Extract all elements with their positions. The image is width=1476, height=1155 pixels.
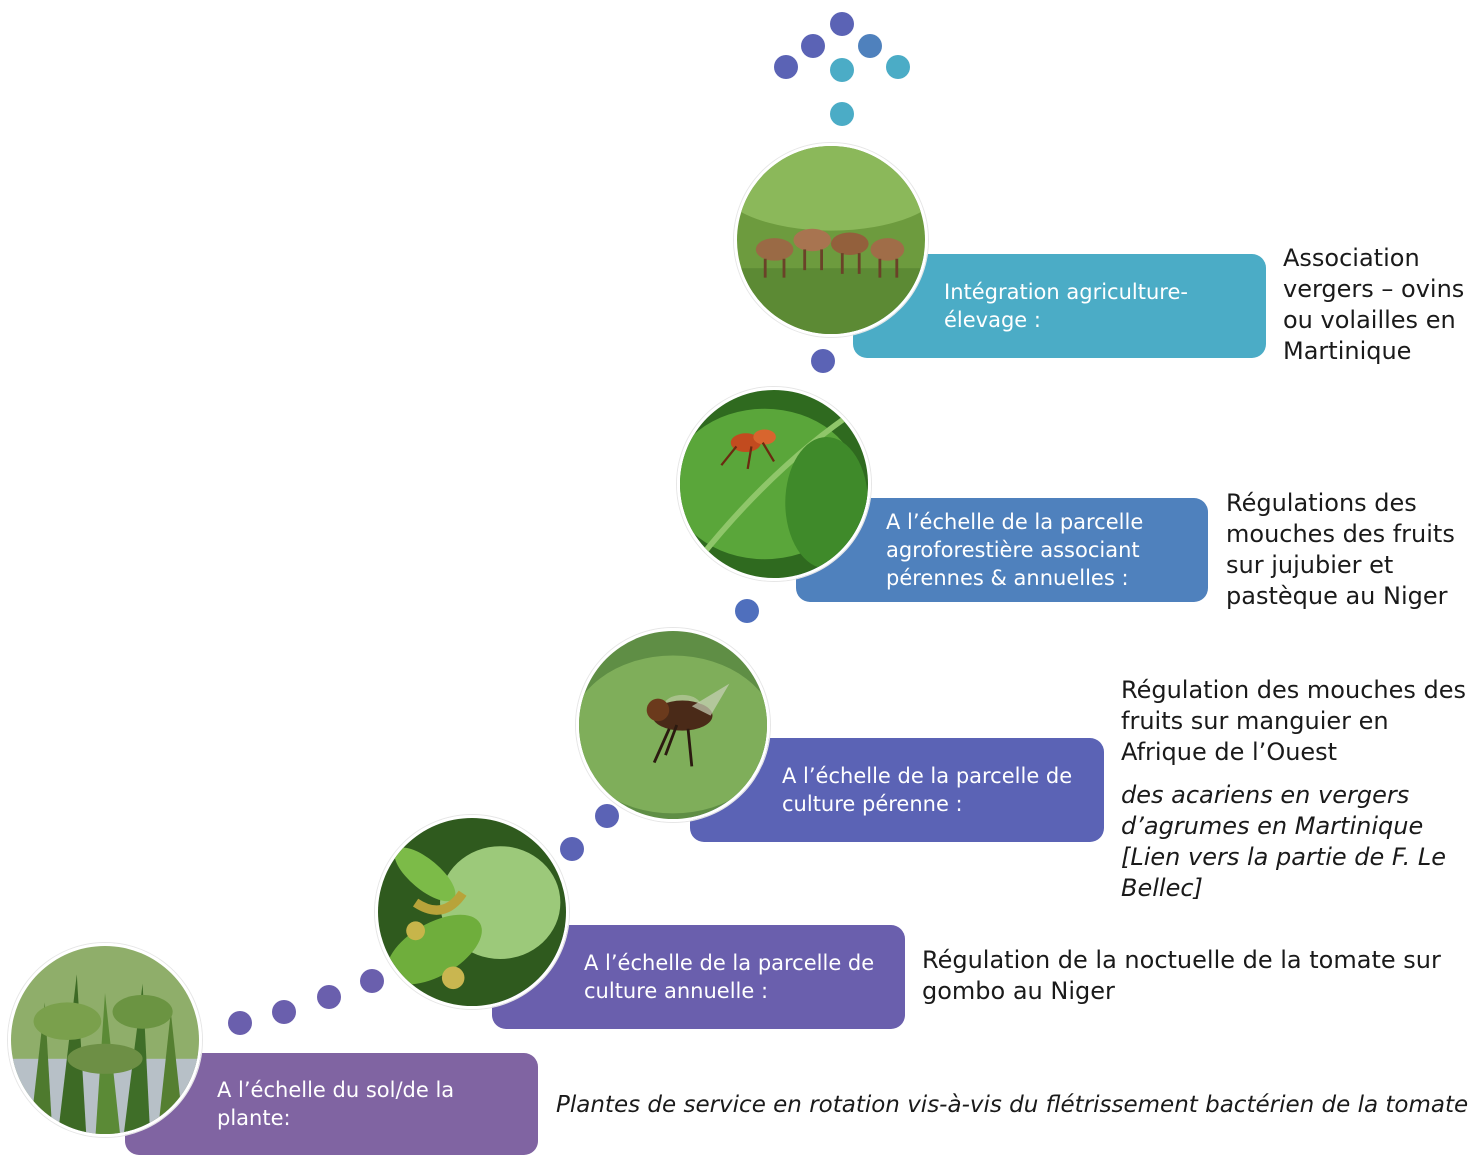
- fruit-fly-photo: [576, 628, 770, 822]
- connector-dot: [735, 599, 759, 623]
- level-3-label: A l’échelle de la parcelle de culture pé…: [782, 764, 1073, 816]
- ant-on-leaf-photo: [677, 387, 871, 581]
- connector-dot: [360, 969, 384, 993]
- level-2-label: A l’échelle de la parcelle de culture an…: [584, 951, 875, 1003]
- level-2-box: A l’échelle de la parcelle de culture an…: [492, 925, 905, 1029]
- level-4-label: A l’échelle de la parcelle agroforestièr…: [886, 510, 1144, 590]
- connector-dot: [317, 985, 341, 1009]
- level-2-description: Régulation de la noctuelle de la tomate …: [922, 946, 1441, 1005]
- level-3-description-italic: des acariens en vergers d’agrumes en Mar…: [1121, 781, 1446, 902]
- plants-field-photo: [8, 943, 202, 1137]
- level-1-label: A l’échelle du sol/de la plante:: [217, 1078, 455, 1130]
- connector-dot: [228, 1011, 252, 1035]
- sheep-orchard-photo: [734, 143, 928, 337]
- level-3-description: Régulation des mouches des fruits sur ma…: [1121, 676, 1466, 766]
- connector-dot: [560, 837, 584, 861]
- level-5-label: Intégration agriculture-élevage :: [944, 280, 1188, 332]
- arrowhead-dot: [774, 55, 798, 79]
- arrowhead-dot: [830, 12, 854, 36]
- arrowhead-dot: [801, 34, 825, 58]
- level-1-description: Plantes de service en rotation vis-à-vis…: [556, 1092, 1469, 1118]
- level-5-box: Intégration agriculture-élevage :: [853, 254, 1266, 358]
- level-1-box: A l’échelle du sol/de la plante:: [125, 1053, 538, 1155]
- connector-dot: [830, 102, 854, 126]
- level-4-description: Régulations des mouches des fruits sur j…: [1226, 489, 1455, 610]
- level-5-description: Association vergers – ovins ou volailles…: [1283, 244, 1465, 365]
- caterpillar-leaf-photo: [375, 815, 569, 1009]
- arrowhead-dot: [830, 58, 854, 82]
- connector-dot: [272, 1000, 296, 1024]
- arrowhead-dot: [858, 34, 882, 58]
- arrowhead-dot: [886, 55, 910, 79]
- connector-dot: [595, 804, 619, 828]
- connector-dot: [811, 349, 835, 373]
